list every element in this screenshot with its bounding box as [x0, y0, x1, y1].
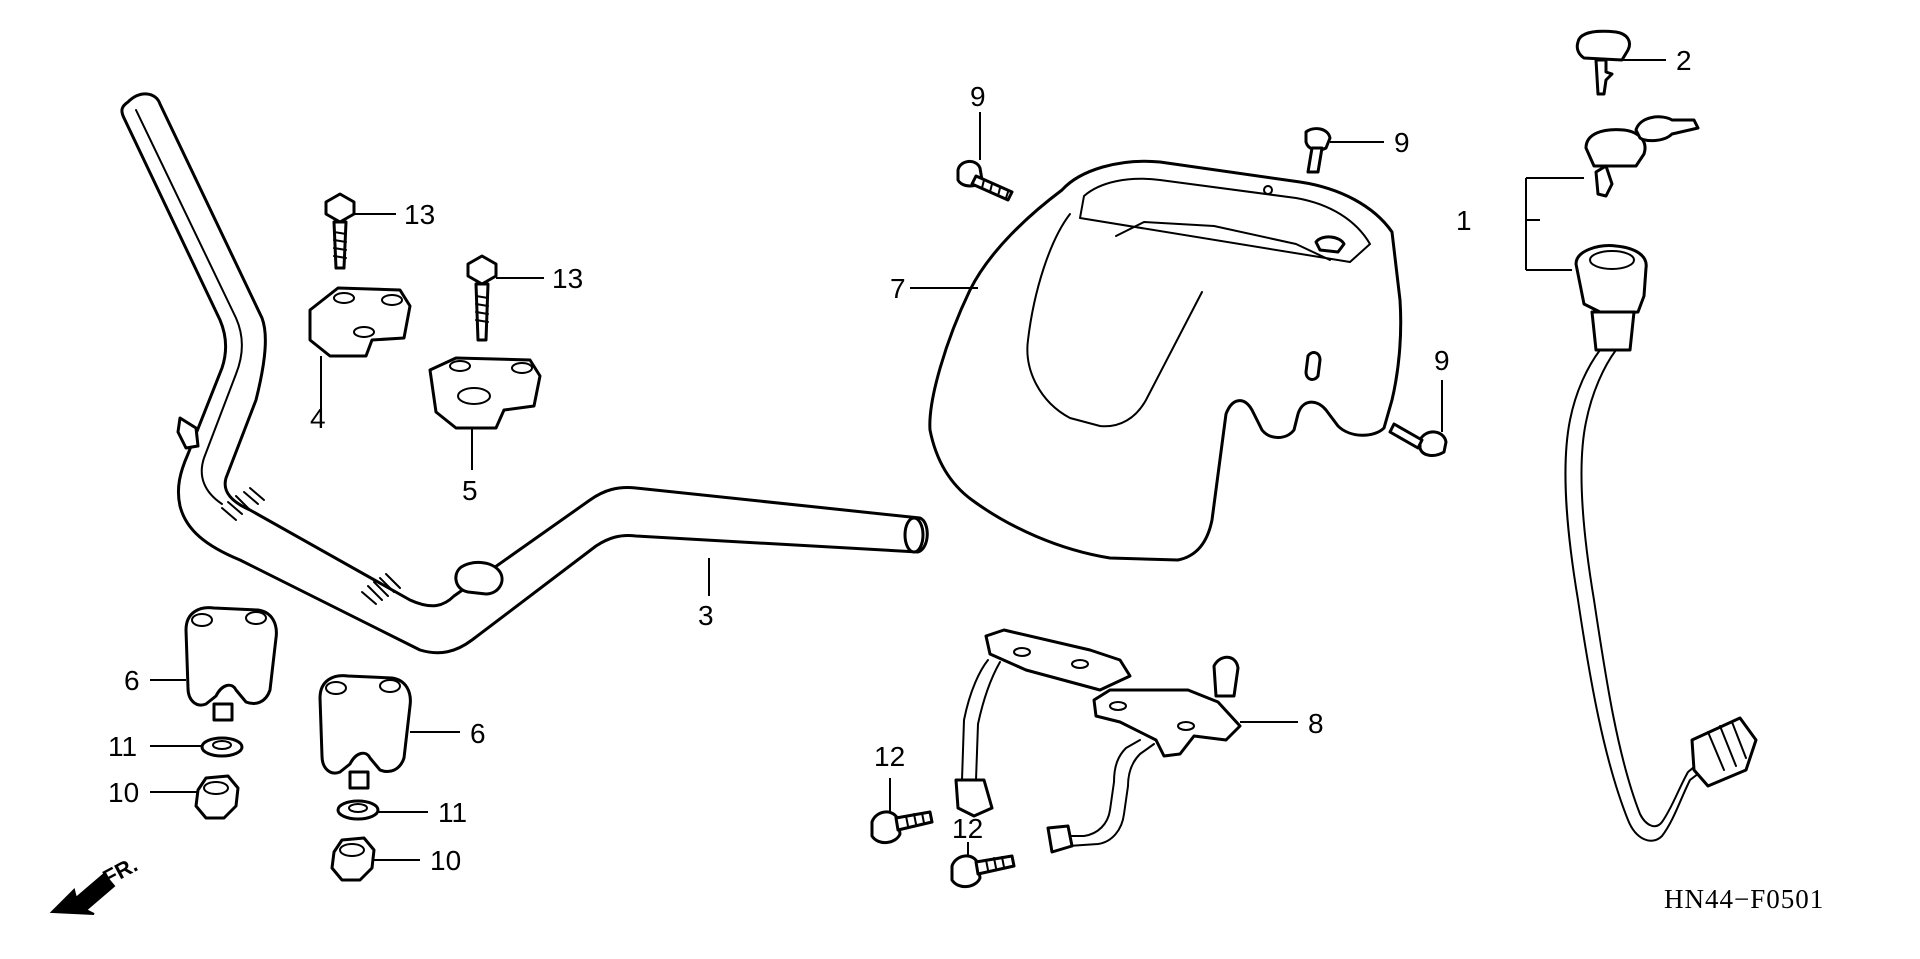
callout-4: 4 [310, 403, 326, 434]
callout-9a: 9 [970, 81, 986, 112]
callout-13b: 13 [552, 263, 583, 294]
screw-9-a [956, 160, 1014, 202]
washer-11-b [336, 799, 380, 821]
callout-3: 3 [698, 600, 714, 631]
callout-11a: 11 [108, 731, 137, 762]
screw-9-b [1304, 127, 1332, 174]
handlebar-bands [221, 487, 401, 605]
bolt-12-a [870, 810, 934, 844]
screw-9-c [1388, 422, 1448, 457]
callout-13a: 13 [404, 199, 435, 230]
callout-10b: 10 [430, 845, 461, 876]
handlebar [120, 92, 929, 655]
leader-lines [150, 59, 1666, 861]
ignition-switch [1564, 115, 1758, 842]
nut-10-b [330, 836, 376, 882]
lower-holder-6-a [184, 606, 278, 722]
bolt-12-b [950, 854, 1016, 888]
upper-holder-5 [428, 356, 542, 430]
callout-9b: 9 [1394, 127, 1410, 158]
nut-10-a [194, 774, 240, 820]
stay-bracket [954, 628, 1242, 854]
callout-2: 2 [1676, 45, 1692, 76]
callout-12b: 12 [952, 813, 983, 844]
callout-9c: 9 [1434, 345, 1450, 376]
front-direction-arrow: FR. [49, 852, 142, 915]
callout-7: 7 [890, 273, 906, 304]
callout-8: 8 [1308, 708, 1324, 739]
lower-holder-6-b [318, 674, 412, 790]
key-2 [1575, 29, 1631, 96]
front-arrow-icon [49, 872, 116, 915]
callout-5: 5 [462, 475, 478, 506]
bolt-13-a [324, 192, 356, 270]
diagram-code: HN44−F0501 [1664, 884, 1824, 914]
callout-6b: 6 [470, 718, 486, 749]
washer-11-a [200, 736, 244, 758]
callout-1: 1 [1456, 205, 1472, 236]
callout-12a: 12 [874, 741, 905, 772]
callout-10a: 10 [108, 777, 139, 808]
handlebar-cover [928, 159, 1403, 562]
upper-holder-4 [308, 286, 412, 358]
bolt-13-b [466, 254, 498, 342]
callout-6a: 6 [124, 665, 140, 696]
callout-11b: 11 [438, 797, 467, 828]
